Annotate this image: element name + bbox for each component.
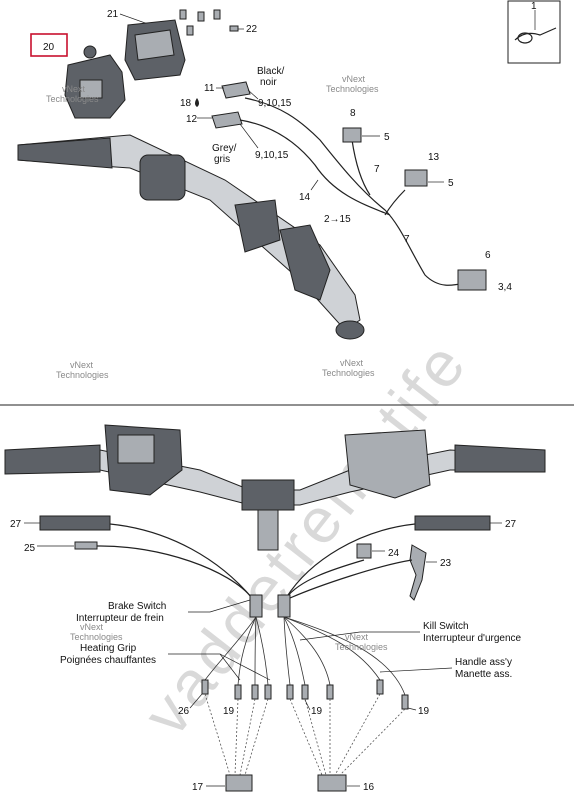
label-interrupteur-frein: Interrupteur de frein [76,613,164,624]
wire-harness-bottom [96,523,416,696]
label-part-22: 22 [246,24,258,35]
label-part-21: 21 [107,9,119,20]
label-part-16: 16 [363,782,375,793]
watermark-small-2: vNext [342,74,366,84]
label-part-5a: 5 [384,132,390,143]
watermark-small-5: vNext [80,622,104,632]
label-part-14: 14 [299,192,311,203]
connector-11 [221,81,251,99]
label-part-24: 24 [388,548,400,559]
watermark-small-4b: Technologies [322,368,375,378]
housing-cover-21 [124,19,186,81]
watermark-small-6b: Technologies [335,642,388,652]
connector-8 [342,127,362,143]
label-gris: gris [214,154,230,165]
connector-6 [457,269,487,291]
label-noir: noir [260,77,277,88]
label-interrupteur-urgence: Interrupteur d'urgence [423,633,522,644]
label-heating-grip: Heating Grip [80,643,137,654]
sensor-25 [74,541,98,550]
label-brake-switch: Brake Switch [108,601,166,612]
label-part-27-left: 27 [10,519,22,530]
wire-harness-top [239,97,471,286]
label-part-27-right: 27 [505,519,517,530]
label-handle-assy: Handle ass'y [455,657,512,668]
label-part-23: 23 [440,558,452,569]
label-poignees-chauffantes: Poignées chauffantes [60,655,156,666]
label-part-19a: 19 [223,706,235,717]
label-part-25: 25 [24,543,36,554]
label-part-26: 26 [178,706,190,717]
connector-13 [404,169,428,187]
highlight-box-20 [30,33,68,57]
label-9-10-15-a: 9,10,15 [258,98,292,109]
dotted-connections [204,693,406,776]
part-1-inset: 1 [507,0,561,64]
label-part-8: 8 [350,108,356,119]
switch-housing-20 [64,45,126,119]
label-part-3-4: 3,4 [498,282,512,293]
label-part-18: 18 [180,98,192,109]
watermark-small-6: vNext [345,632,369,642]
label-part-6: 6 [485,250,491,261]
handlebar-top [17,134,365,340]
part-24 [356,543,372,559]
label-part-12: 12 [186,114,198,125]
label-part-20: 20 [43,42,55,53]
watermark-small-3: vNext [70,360,94,370]
drop-icon [195,98,199,107]
handlebar-bottom [4,424,546,551]
watermark-small-4: vNext [340,358,364,368]
grip-heater-27-left [39,515,111,531]
connector-12 [211,111,243,129]
watermark-small-3b: Technologies [56,370,109,380]
watermark-small-1: vNext [62,84,86,94]
watermark-small-2b: Technologies [326,84,379,94]
screws-group [179,9,239,36]
label-part-7a: 7 [374,164,380,175]
label-part-11: 11 [204,83,215,94]
label-black: Black/ [257,66,284,77]
grip-heater-27-right [414,515,491,531]
label-manette-ass: Manette ass. [455,669,512,680]
label-grey: Grey/ [212,143,237,154]
label-part-17: 17 [192,782,204,793]
label-part-7b: 7 [404,234,410,245]
label-kill-switch: Kill Switch [423,621,469,632]
label-part-2-15: 2→15 [324,214,351,225]
label-part-13: 13 [428,152,440,163]
watermark-small-1b: Technologies [46,94,99,104]
bracket-23 [409,544,427,601]
connector-16 [317,774,347,792]
watermark-small-5b: Technologies [70,632,123,642]
label-part-19b: 19 [311,706,323,717]
label-9-10-15-b: 9,10,15 [255,150,289,161]
label-part-5b: 5 [448,178,454,189]
connector-17 [225,774,253,792]
label-part-19c: 19 [418,706,430,717]
label-part-1: 1 [531,1,537,12]
